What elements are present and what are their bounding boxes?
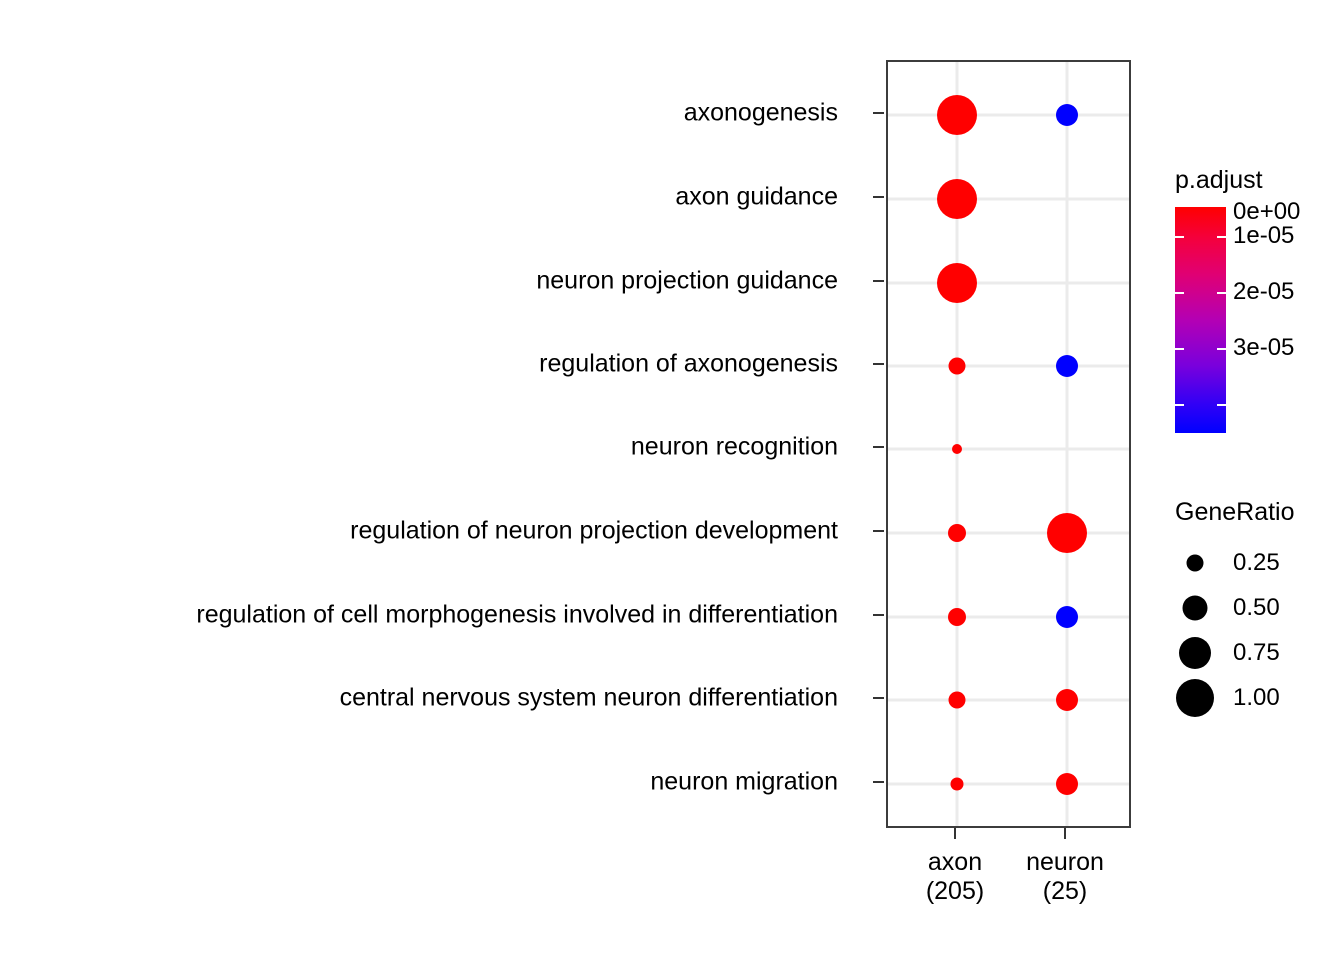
colorbar-tick-label: 1e-05 [1233,222,1295,249]
y-axis-label: neuron projection guidance [536,266,838,295]
data-point[interactable] [1056,773,1078,795]
x-axis-label: axon(205) [926,848,984,906]
legend-generatio-label: 0.25 [1233,549,1280,576]
colorbar-tick-label: 3e-05 [1233,334,1295,361]
legend-generatio-label: 0.50 [1233,594,1280,621]
data-point[interactable] [952,444,962,454]
colorbar-tick [1217,404,1226,406]
y-axis-tick [873,112,884,114]
data-point[interactable] [1047,513,1087,553]
x-axis-label-count: (205) [925,876,985,905]
gridline-horizontal [888,113,1129,117]
data-point[interactable] [948,608,966,626]
y-axis-label: axon guidance [675,182,838,211]
y-axis-label: axonogenesis [683,98,838,127]
y-axis-tick [873,614,884,616]
gridline-horizontal [888,281,1129,285]
colorbar-tick [1175,292,1184,294]
x-axis-label-name: axon [927,848,983,876]
y-axis-tick [873,446,884,448]
y-axis-label: regulation of axonogenesis [539,349,838,378]
gridline-horizontal [888,364,1129,368]
legend-generatio-dot [1179,637,1211,669]
gridline-horizontal [888,197,1129,201]
colorbar-tick [1217,236,1226,238]
data-point[interactable] [950,777,964,791]
x-axis-label-name: neuron [1026,848,1104,876]
gridline-horizontal [888,447,1129,451]
gridline-vertical [1065,62,1069,826]
y-axis: axonogenesis axon guidance neuron projecti… [196,98,884,796]
y-axis-tick [873,363,884,365]
data-point[interactable] [948,524,966,542]
x-axis-tick [1064,828,1066,839]
y-axis-tick [873,697,884,699]
colorbar-padjust [1175,207,1226,433]
x-axis-label: neuron(25) [1026,848,1104,906]
gridline-horizontal [888,531,1129,535]
gridline-horizontal [888,615,1129,619]
y-axis-label: neuron migration [650,767,838,796]
gridline-horizontal [888,698,1129,702]
legend-generatio-label: 1.00 [1233,684,1280,711]
colorbar-tick [1175,348,1184,350]
data-point[interactable] [937,95,977,135]
legend-padjust-title: p.adjust [1175,166,1263,194]
colorbar-tick [1217,292,1226,294]
y-axis-tick [873,530,884,532]
y-axis-tick [873,280,884,282]
legend-generatio-dot [1176,679,1214,717]
data-point[interactable] [1056,689,1078,711]
x-axis-label-count: (25) [1042,876,1088,905]
y-axis-label: regulation of neuron projection developm… [350,516,838,545]
x-axis-tick [954,828,956,839]
legend-generatio-dot [1186,554,1204,572]
y-axis-tick [873,781,884,783]
data-point[interactable] [1056,104,1078,126]
colorbar-tick-label: 0e+00 [1233,198,1301,225]
data-point[interactable] [937,179,977,219]
data-point[interactable] [948,691,966,709]
data-point[interactable] [937,263,977,303]
colorbar-tick [1175,404,1184,406]
colorbar-tick [1217,348,1226,350]
legend-generatio-dot [1182,595,1208,621]
data-point[interactable] [948,357,966,375]
colorbar-tick-label: 2e-05 [1233,278,1295,305]
legend-padjust: p.adjust [1175,168,1263,193]
gridline-horizontal [888,782,1129,786]
legend-generatio-label: 0.75 [1233,639,1280,666]
colorbar-tick [1175,236,1184,238]
data-point[interactable] [1056,355,1078,377]
y-axis-label: neuron recognition [630,432,838,461]
y-axis-label: regulation of cell morphogenesis involve… [196,600,838,629]
y-axis-tick [873,196,884,198]
data-point[interactable] [1056,606,1078,628]
legend-generatio-title: GeneRatio [1175,498,1295,526]
y-axis-label: central nervous system neuron differenti… [339,683,838,712]
plot-panel [886,60,1131,828]
